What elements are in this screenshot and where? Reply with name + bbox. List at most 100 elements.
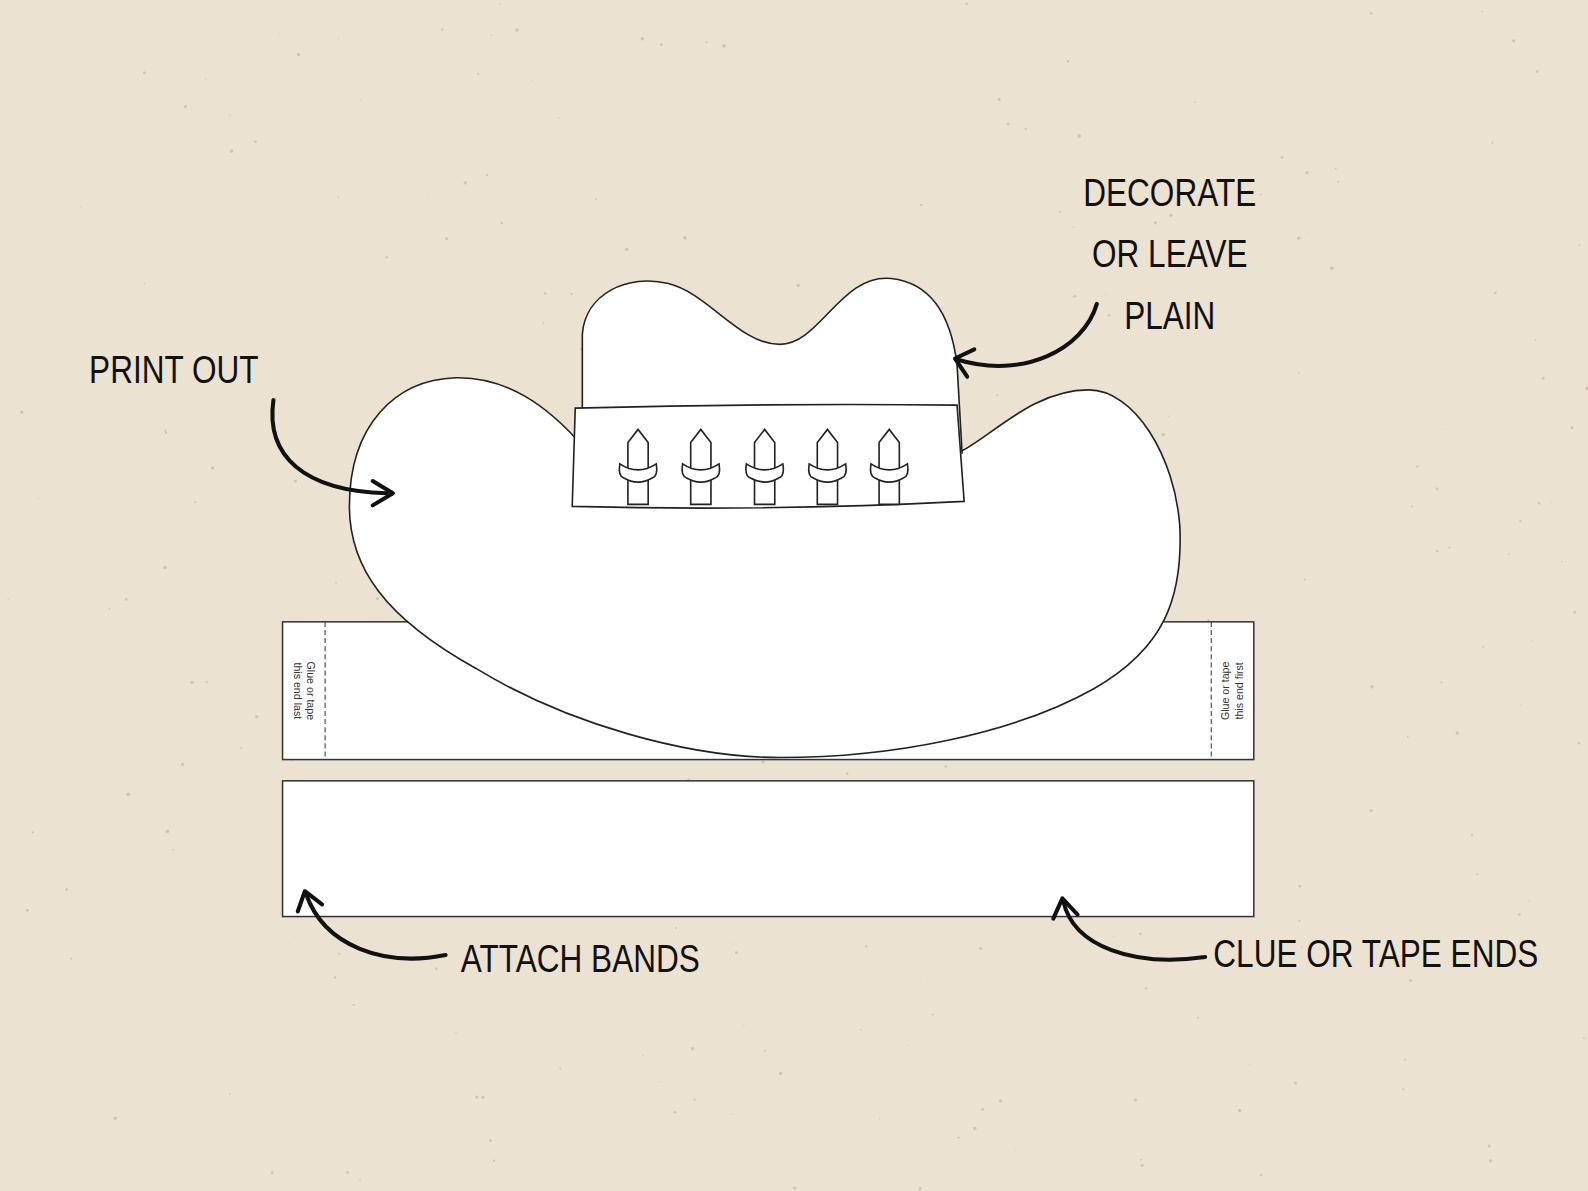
speckle [1542, 377, 1545, 380]
speckle [1409, 979, 1412, 982]
speckle [1298, 372, 1300, 374]
speckle [793, 1186, 796, 1189]
speckle [1471, 834, 1473, 836]
tab-decoration [619, 429, 656, 504]
speckle [206, 681, 208, 683]
speckle [691, 1047, 695, 1051]
speckle [464, 181, 467, 184]
speckle [230, 149, 234, 153]
speckle [1249, 1064, 1250, 1065]
speckle [38, 497, 39, 498]
speckle [532, 79, 533, 80]
speckle [1491, 142, 1493, 144]
tab-decoration [682, 429, 719, 504]
arrow-head [1053, 898, 1077, 918]
speckle [1571, 426, 1574, 429]
speckle [1140, 1164, 1143, 1167]
speckle [501, 222, 503, 224]
speckle [1585, 387, 1588, 391]
speckle [334, 976, 336, 978]
speckle [445, 237, 448, 240]
speckle [846, 772, 849, 775]
speckle [184, 105, 187, 108]
speckle [1139, 932, 1142, 935]
speckle [1306, 171, 1309, 174]
speckle [1260, 1174, 1262, 1176]
speckle [1194, 102, 1196, 104]
speckle [642, 1055, 643, 1056]
speckle [255, 715, 258, 718]
speckle [1573, 611, 1576, 614]
speckle [376, 597, 379, 600]
tab-decoration [809, 429, 846, 504]
speckle [109, 608, 111, 610]
speckle [353, 1004, 355, 1006]
speckle [907, 1045, 908, 1046]
speckle [944, 765, 947, 768]
speckle [1508, 553, 1510, 555]
speckle [762, 761, 765, 764]
speckle [144, 283, 145, 284]
glue-note: Glue or tape this end last [290, 653, 317, 728]
speckle [860, 1029, 861, 1030]
speckle [1337, 181, 1339, 183]
hat-band [572, 405, 964, 509]
speckle [764, 1050, 766, 1052]
speckle [625, 248, 629, 252]
glue-note: Glue or tape this end first [1219, 653, 1246, 728]
speckle [542, 322, 544, 324]
leader-arrow [957, 304, 1097, 366]
leader-arrow [306, 893, 446, 958]
speckle [932, 1014, 934, 1016]
speckle [164, 430, 166, 432]
speckle [1481, 10, 1483, 12]
speckle [338, 196, 340, 198]
speckle [211, 466, 214, 469]
speckle [659, 1081, 660, 1082]
speckle [163, 566, 167, 570]
speckle [957, 1136, 959, 1138]
speckle [1025, 128, 1027, 130]
speckle [1197, 1017, 1199, 1019]
speckle [999, 1099, 1002, 1102]
speckle [920, 204, 922, 206]
speckle [481, 1096, 484, 1099]
speckle [143, 71, 146, 74]
speckle [166, 830, 170, 834]
speckle [1260, 194, 1262, 196]
speckle [1583, 1037, 1585, 1039]
speckle [515, 28, 519, 32]
speckle [114, 1117, 117, 1120]
speckle [706, 41, 708, 43]
leader-arrow [1063, 901, 1205, 959]
speckle [1536, 70, 1539, 73]
speckle [1404, 1058, 1406, 1060]
speckle [1077, 134, 1081, 138]
speckle [1238, 1109, 1241, 1112]
speckle [1449, 547, 1451, 549]
speckle [346, 1171, 349, 1174]
speckle [1072, 296, 1073, 297]
speckle [1550, 502, 1551, 503]
speckle [1402, 1088, 1404, 1090]
speckle [660, 43, 663, 46]
callout-label: PRINT OUT [89, 339, 258, 401]
speckle [722, 44, 726, 48]
speckle [1411, 506, 1413, 508]
speckle [544, 292, 547, 295]
speckle [1059, 211, 1061, 213]
speckle [191, 681, 194, 684]
hat-brim [349, 378, 1180, 758]
speckle [641, 37, 644, 40]
leader-arrow [272, 400, 386, 493]
arrow-head [955, 349, 974, 376]
speckle [1145, 987, 1147, 989]
speckle [1304, 578, 1306, 580]
speckle [165, 432, 167, 434]
speckle [1488, 1144, 1491, 1147]
speckle [493, 1160, 495, 1162]
speckle [973, 1127, 976, 1130]
speckle [477, 73, 479, 75]
arrow-head [298, 891, 322, 911]
